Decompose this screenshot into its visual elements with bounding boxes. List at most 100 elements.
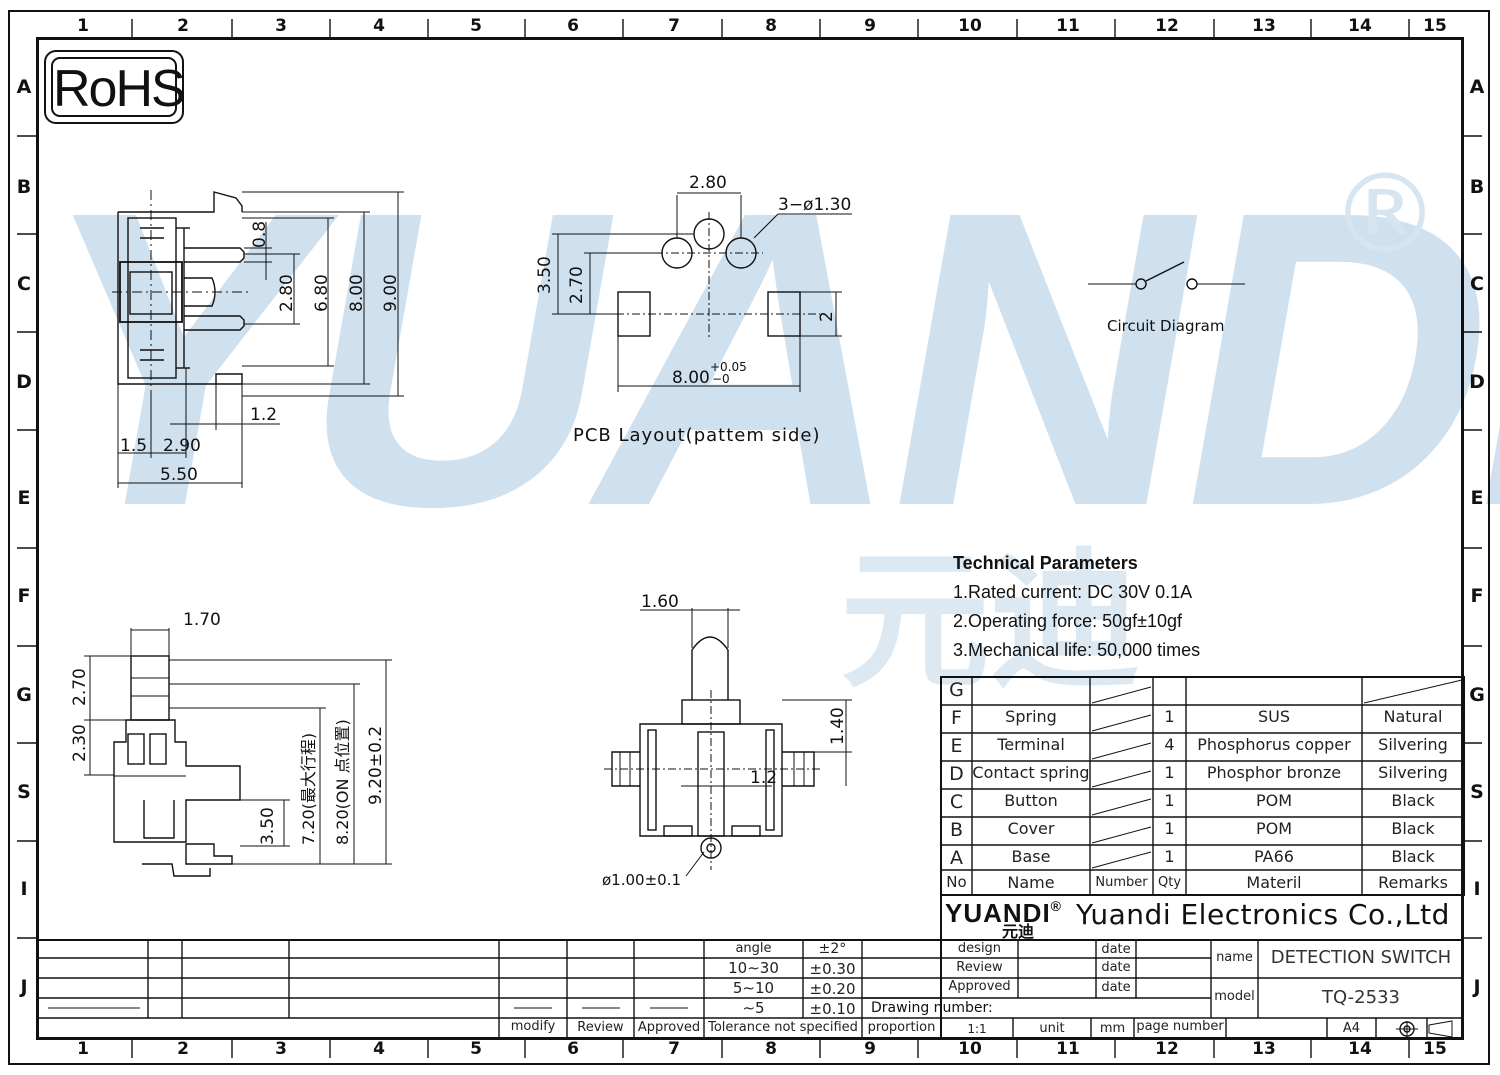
grid-row-left: G — [16, 684, 32, 706]
grid-col-bottom: 5 — [470, 1039, 482, 1059]
front-dim-9-20: 9.20±0.2 — [366, 725, 386, 805]
grid-row-left: F — [17, 585, 31, 607]
circuit-caption: Circuit Diagram — [1107, 317, 1225, 335]
grid-col-bottom: 8 — [765, 1039, 777, 1059]
bom-no-cell: C — [949, 791, 964, 813]
tol-range-1: angle — [735, 941, 772, 956]
bom-qty-cell: 1 — [1164, 819, 1175, 838]
tb-unit-value: mm — [1099, 1021, 1126, 1036]
tb-scale: 1:1 — [967, 1022, 987, 1036]
grid-row-left: I — [20, 878, 28, 900]
dim-8-00: 8.00 — [347, 274, 367, 312]
rev-review: Review — [577, 1020, 624, 1035]
pcb-layout — [552, 192, 852, 392]
grid-col-top: 10 — [958, 16, 982, 36]
grid-row-right: C — [1470, 273, 1484, 295]
pcb-dim-2-80: 2.80 — [689, 173, 727, 193]
tol-range-2: 10∼30 — [728, 959, 779, 977]
bom-header-remarks: Remarks — [1378, 873, 1448, 892]
pcb-dim-2-70: 2.70 — [567, 266, 587, 304]
grid-col-top: 13 — [1252, 16, 1276, 36]
bom-header-no: No — [946, 873, 967, 891]
grid-row-left: D — [16, 371, 32, 393]
grid-col-bottom: 10 — [958, 1039, 982, 1059]
pcb-dim-3-50: 3.50 — [535, 256, 555, 294]
logo-cjk: 元迪 — [1002, 922, 1035, 941]
tb-approved: Approved — [948, 979, 1011, 994]
tech-item-3: 3.Mechanical life: 50,000 times — [953, 640, 1201, 660]
top-view — [604, 608, 852, 877]
grid-col-top: 3 — [275, 16, 287, 36]
watermark-registered: ® — [1330, 150, 1440, 278]
grid-row-right: E — [1470, 487, 1484, 509]
grid-col-bottom: 4 — [373, 1039, 385, 1059]
grid-col-bottom: 11 — [1056, 1039, 1080, 1059]
bom-qty-cell: 1 — [1164, 707, 1175, 726]
tech-item-2: 2.Operating force: 50gf±10gf — [953, 611, 1183, 631]
tb-drawing-number: Drawing number: — [871, 1000, 993, 1016]
bom-name-cell: Spring — [1005, 707, 1057, 726]
front-dim-3-50: 3.50 — [258, 807, 278, 845]
rohs-badge: RoHS — [44, 50, 186, 124]
dim-1-5: 1.5 — [120, 436, 148, 456]
grid-col-bottom: 6 — [567, 1039, 579, 1059]
grid-col-bottom: 7 — [668, 1039, 680, 1059]
outer-frame — [8, 10, 1490, 1065]
bom-name-cell: Base — [1011, 847, 1051, 866]
tb-name-value: DETECTION SWITCH — [1270, 947, 1452, 968]
bom-remarks-cell: Black — [1391, 791, 1435, 810]
grid-col-bottom: 13 — [1252, 1039, 1276, 1059]
grid-row-left: S — [17, 781, 31, 803]
top-dim-1-2: 1.2 — [750, 768, 778, 788]
grid-ticks — [17, 19, 1482, 1058]
tb-date-3: date — [1101, 980, 1131, 995]
top-dim-1-60: 1.60 — [641, 592, 679, 612]
tol-value-1: ±2° — [818, 941, 847, 957]
dim-2-90: 2.90 — [163, 436, 201, 456]
top-dim-1-00: ø1.00±0.1 — [602, 871, 681, 889]
grid-row-right: B — [1469, 176, 1485, 198]
front-dim-2-30: 2.30 — [70, 724, 90, 762]
bom-material-cell: Phosphorus copper — [1197, 735, 1351, 754]
tol-value-3: ±0.20 — [809, 980, 856, 998]
dim-6-80: 6.80 — [312, 274, 332, 312]
bom-remarks-cell: Silvering — [1378, 763, 1448, 782]
grid-row-right: G — [1469, 684, 1485, 706]
bom-material-cell: SUS — [1257, 707, 1291, 726]
grid-col-bottom: 14 — [1348, 1039, 1372, 1059]
pcb-tol-plus: +0.05 — [710, 360, 747, 374]
front-dim-8-20: 8.20(ON 点位置) — [333, 719, 352, 845]
grid-col-bottom: 2 — [177, 1039, 189, 1059]
grid-col-top: 4 — [373, 16, 385, 36]
dim-1-2: 1.2 — [250, 405, 278, 425]
grid-col-top: 7 — [668, 16, 680, 36]
grid-row-left: J — [20, 976, 28, 998]
dim-9-00: 9.00 — [381, 274, 401, 312]
bom-qty-cell: 4 — [1164, 735, 1175, 754]
bom-remarks-cell: Silvering — [1378, 735, 1448, 754]
dim-0-8: 0.8 — [250, 220, 270, 248]
grid-row-left: E — [17, 487, 31, 509]
company-name: Yuandi Electronics Co.,Ltd — [1076, 898, 1450, 931]
circuit-diagram — [1088, 261, 1245, 290]
grid-row-left: C — [17, 273, 31, 295]
title-block-lines — [36, 895, 1464, 1040]
tb-page-size: A4 — [1342, 1021, 1361, 1036]
pcb-dim-2: 2 — [817, 311, 837, 322]
bom-remarks-cell: Black — [1391, 819, 1435, 838]
grid-col-top: 8 — [765, 16, 777, 36]
dim-2-80: 2.80 — [277, 274, 297, 312]
tb-review: Review — [956, 960, 1003, 975]
tb-unit: unit — [1039, 1021, 1065, 1036]
tb-page-number: page number — [1136, 1019, 1224, 1034]
grid-row-right: F — [1470, 585, 1484, 607]
grid-col-top: 1 — [77, 16, 89, 36]
bom-header-number: Number — [1095, 875, 1148, 890]
grid-col-top: 2 — [177, 16, 189, 36]
pcb-dim-8-00: 8.00 — [672, 368, 710, 388]
top-dim-1-40: 1.40 — [828, 707, 848, 745]
tol-caption: Tolerance not specified — [708, 1020, 858, 1035]
rev-approved: Approved — [637, 1020, 701, 1035]
bom-no-cell: D — [949, 763, 964, 785]
side-view — [112, 190, 404, 488]
